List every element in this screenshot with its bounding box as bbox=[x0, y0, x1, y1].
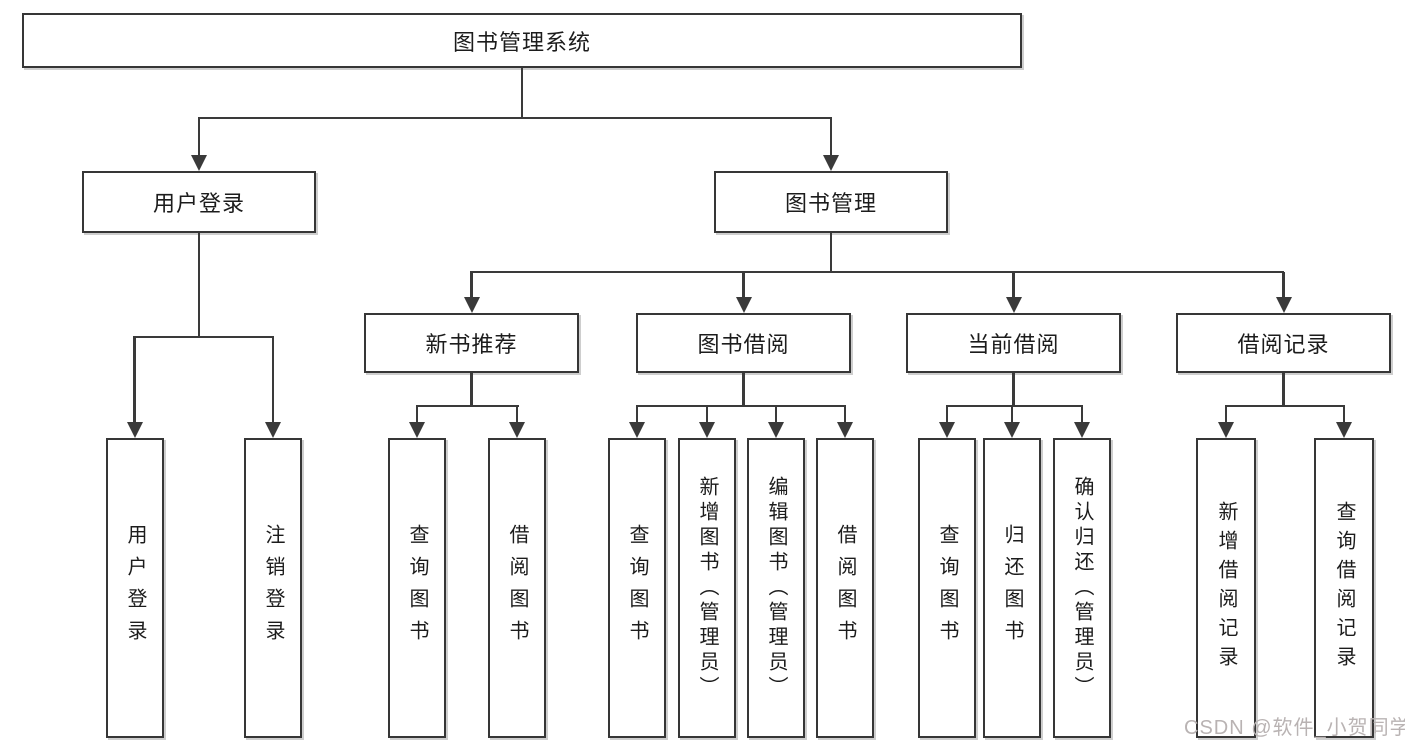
node-cb-confirm-return: 确认归还（管理员） bbox=[1053, 438, 1111, 738]
node-label: 借阅图书 bbox=[834, 524, 856, 652]
node-label: 查询图书 bbox=[406, 524, 428, 652]
node-book-borrow: 图书借阅 bbox=[636, 313, 851, 373]
connector-line bbox=[1080, 406, 1084, 425]
arrow-down-icon bbox=[409, 422, 425, 438]
connector-line bbox=[133, 335, 275, 338]
arrow-down-icon bbox=[1005, 297, 1022, 313]
connector-line bbox=[197, 116, 833, 120]
arrow-down-icon bbox=[1218, 422, 1234, 438]
node-label: 图书管理系统 bbox=[452, 29, 591, 55]
arrow-down-icon bbox=[939, 422, 955, 438]
connector-line bbox=[415, 406, 419, 425]
arrow-down-icon bbox=[699, 422, 715, 438]
node-label: 当前借阅 bbox=[967, 332, 1060, 357]
connector-line bbox=[1224, 404, 1346, 407]
connector-line bbox=[1012, 373, 1015, 407]
connector-line bbox=[705, 406, 709, 425]
node-br-query-record: 查询借阅记录 bbox=[1314, 438, 1374, 738]
connector-line bbox=[470, 272, 473, 300]
connector-line bbox=[829, 118, 833, 158]
connector-line bbox=[197, 118, 201, 158]
arrow-down-icon bbox=[823, 155, 839, 171]
connector-line bbox=[1282, 272, 1285, 300]
node-new-book-rec: 新书推荐 bbox=[364, 313, 579, 373]
arrow-down-icon bbox=[509, 422, 525, 438]
arrow-down-icon bbox=[191, 155, 207, 171]
connector-line bbox=[774, 406, 778, 425]
connector-line bbox=[515, 406, 519, 425]
node-label: 图书借阅 bbox=[697, 332, 790, 357]
connector-line bbox=[1010, 406, 1014, 425]
node-cb-return-book: 归还图书 bbox=[983, 438, 1041, 738]
node-label: 新书推荐 bbox=[425, 332, 518, 357]
connector-line bbox=[635, 404, 847, 407]
node-label: 查询借阅记录 bbox=[1333, 501, 1355, 675]
node-book-mgmt: 图书管理 bbox=[714, 171, 948, 233]
connector-line bbox=[271, 337, 275, 425]
connector-line bbox=[470, 373, 473, 407]
node-label: 查询图书 bbox=[936, 524, 958, 652]
connector-line bbox=[742, 272, 745, 300]
node-label: 新增图书（管理员） bbox=[696, 475, 718, 701]
arrow-down-icon bbox=[1336, 422, 1352, 438]
node-logout-action: 注销登录 bbox=[244, 438, 302, 738]
arrow-down-icon bbox=[126, 422, 143, 438]
node-login-action: 用户登录 bbox=[106, 438, 164, 738]
connector-line bbox=[197, 233, 201, 337]
node-bb-borrow-book: 借阅图书 bbox=[816, 438, 874, 738]
connector-line bbox=[1282, 373, 1285, 407]
connector-line bbox=[415, 404, 519, 407]
connector-line bbox=[635, 406, 639, 425]
connector-line bbox=[1342, 406, 1346, 425]
node-cb-query-book: 查询图书 bbox=[918, 438, 976, 738]
node-label: 查询图书 bbox=[626, 524, 648, 652]
arrow-down-icon bbox=[265, 422, 281, 438]
node-root: 图书管理系统 bbox=[22, 13, 1022, 68]
connector-line bbox=[829, 233, 833, 273]
node-br-add-record: 新增借阅记录 bbox=[1196, 438, 1256, 738]
node-label: 图书管理 bbox=[784, 191, 877, 216]
node-bb-edit-book: 编辑图书（管理员） bbox=[747, 438, 805, 738]
arrow-down-icon bbox=[735, 297, 752, 313]
node-bb-add-book: 新增图书（管理员） bbox=[678, 438, 736, 738]
connector-line bbox=[843, 406, 847, 425]
connector-line bbox=[470, 270, 1285, 274]
node-label: 新增借阅记录 bbox=[1215, 501, 1237, 675]
node-current-borrow: 当前借阅 bbox=[906, 313, 1121, 373]
connector-line bbox=[1012, 272, 1015, 300]
node-label: 归还图书 bbox=[1001, 524, 1023, 652]
connector-line bbox=[133, 337, 136, 425]
node-label: 注销登录 bbox=[262, 524, 284, 652]
arrow-down-icon bbox=[463, 297, 480, 313]
node-rec-borrow-book: 借阅图书 bbox=[488, 438, 546, 738]
arrow-down-icon bbox=[1004, 422, 1020, 438]
connector-line bbox=[945, 406, 949, 425]
node-label: 借阅记录 bbox=[1237, 332, 1330, 357]
connector-line bbox=[1224, 406, 1228, 425]
node-label: 用户登录 bbox=[124, 524, 146, 652]
connector-line bbox=[742, 373, 745, 407]
node-label: 确认归还（管理员） bbox=[1071, 475, 1093, 701]
arrow-down-icon bbox=[837, 422, 853, 438]
node-label: 编辑图书（管理员） bbox=[765, 475, 787, 701]
arrow-down-icon bbox=[1074, 422, 1090, 438]
node-bb-query-book: 查询图书 bbox=[608, 438, 666, 738]
arrow-down-icon bbox=[1275, 297, 1292, 313]
node-borrow-records: 借阅记录 bbox=[1176, 313, 1391, 373]
arrow-down-icon bbox=[768, 422, 784, 438]
node-label: 借阅图书 bbox=[506, 524, 528, 652]
arrow-down-icon bbox=[629, 422, 645, 438]
connector-line bbox=[520, 68, 524, 118]
watermark: CSDN @软件_小贺同学 bbox=[1184, 717, 1405, 739]
connector-line bbox=[945, 404, 1083, 407]
node-label: 用户登录 bbox=[152, 191, 245, 216]
node-rec-query-book: 查询图书 bbox=[388, 438, 446, 738]
node-user-login: 用户登录 bbox=[82, 171, 316, 233]
